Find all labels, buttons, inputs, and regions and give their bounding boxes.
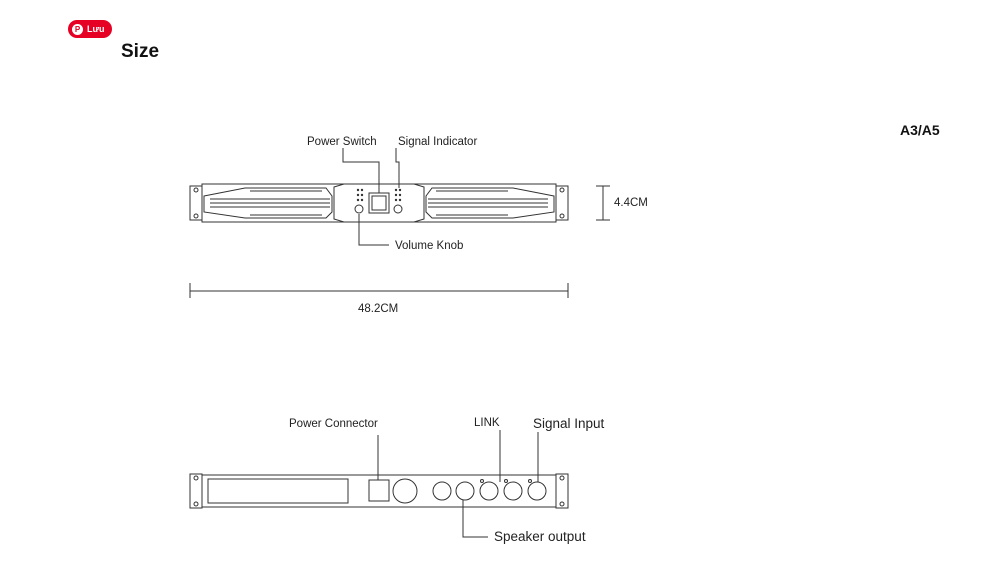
front-center-module	[334, 184, 424, 222]
signal-indicator-leds	[356, 188, 402, 202]
front-ear-hole	[560, 214, 564, 218]
leader-power-switch	[343, 148, 379, 193]
label-width: 48.2CM	[358, 303, 399, 315]
front-ear-hole	[560, 188, 564, 192]
leader-signal-indicator	[396, 148, 399, 188]
front-left-rack-ear	[190, 186, 202, 220]
page-title: Size	[121, 41, 160, 62]
power-switch-rocker	[372, 196, 386, 210]
front-right-vent	[426, 188, 554, 218]
label-power-connector: Power Connector	[289, 418, 378, 430]
front-panel	[190, 148, 610, 298]
label-link: LINK	[474, 417, 500, 429]
leader-volume-knob	[359, 214, 389, 245]
pinterest-icon: P	[72, 23, 83, 35]
label-power-switch: Power Switch	[307, 136, 377, 148]
link-connector	[480, 482, 498, 500]
power-round-socket	[393, 479, 417, 503]
rear-panel	[190, 430, 568, 537]
rear-panel-plate	[208, 479, 348, 503]
rear-right-rack-ear	[556, 474, 568, 508]
front-ear-hole	[194, 188, 198, 192]
label-height: 4.4CM	[614, 197, 648, 209]
link-connector-2	[504, 482, 522, 500]
power-connector	[369, 480, 389, 501]
rear-left-rack-ear	[190, 474, 202, 508]
speaker-output-2	[456, 482, 474, 500]
label-signal-input: Signal Input	[533, 416, 605, 431]
label-speaker-output: Speaker output	[494, 529, 586, 544]
front-ear-hole	[194, 214, 198, 218]
volume-knob-left	[355, 205, 363, 213]
volume-knob-right	[394, 205, 402, 213]
front-left-vent	[204, 188, 332, 218]
signal-input-connector	[528, 482, 546, 500]
front-right-rack-ear	[556, 186, 568, 220]
pinterest-save-button[interactable]: P Lưu	[68, 20, 112, 38]
speaker-output-1	[433, 482, 451, 500]
leader-speaker-output	[463, 500, 488, 537]
model-label: A3/A5	[900, 122, 940, 138]
pinterest-save-label: Lưu	[87, 24, 105, 34]
rear-body	[202, 475, 556, 507]
label-volume-knob: Volume Knob	[395, 240, 464, 252]
label-signal-indicator: Signal Indicator	[398, 136, 478, 148]
